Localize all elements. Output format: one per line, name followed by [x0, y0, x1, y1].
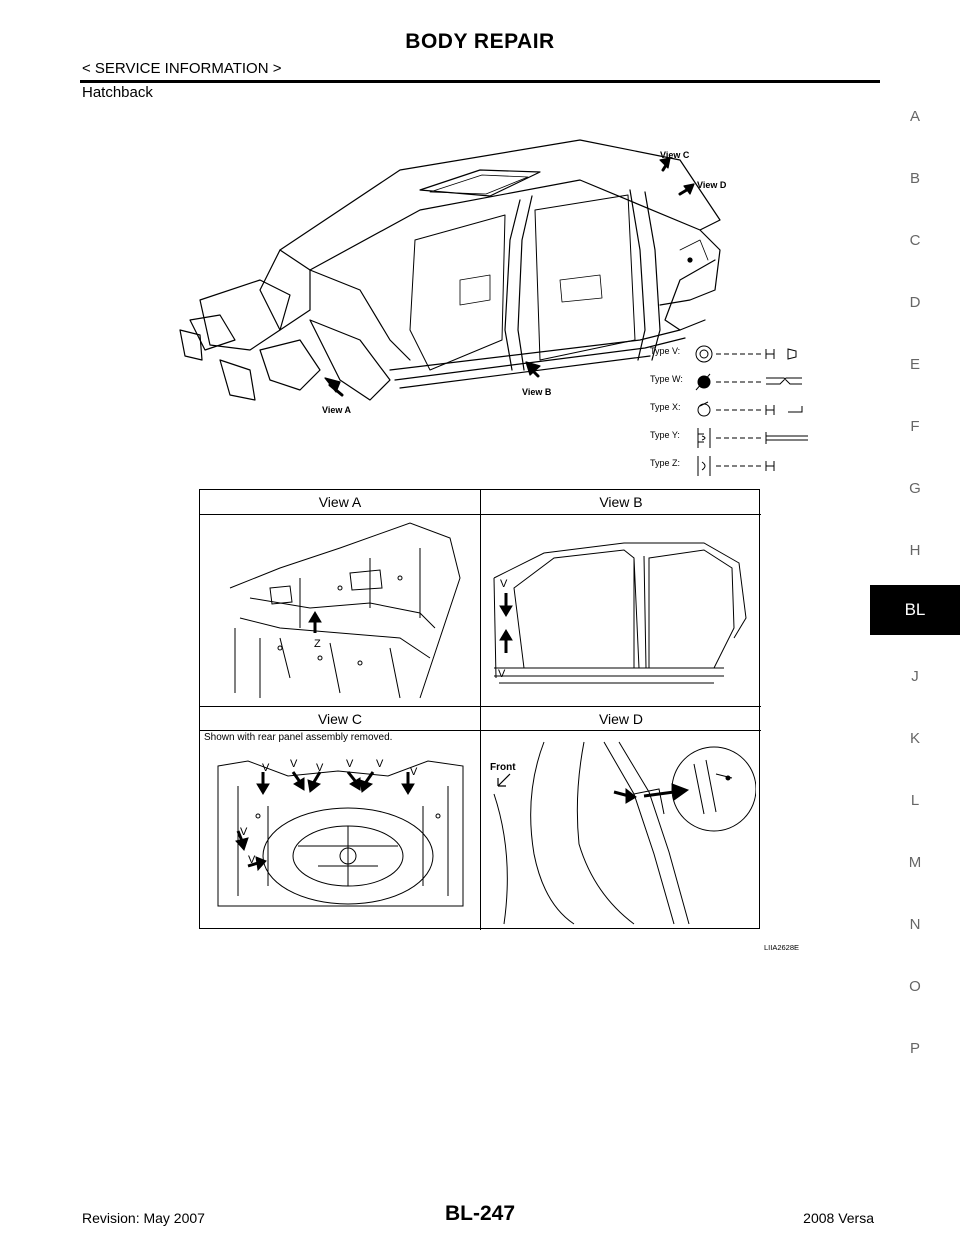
view-a-drawing	[229, 522, 461, 699]
view-a-mark: Z	[314, 638, 321, 650]
tab-letter[interactable]: C	[909, 232, 921, 249]
type-y-icon	[697, 428, 808, 448]
legend-row-type-v: Type V:	[650, 342, 830, 366]
page-title: BODY REPAIR	[405, 30, 555, 53]
body-shell-diagram	[179, 139, 721, 401]
view-b-label: View B	[522, 387, 552, 397]
legend-row-type-z: Type Z:	[650, 454, 830, 478]
tab-letter[interactable]: F	[910, 418, 920, 435]
view-d-label: View D	[697, 180, 727, 190]
tab-letter[interactable]: P	[909, 1040, 920, 1057]
section-label: Hatchback	[82, 84, 153, 101]
tab-active-bl[interactable]: BL	[870, 585, 960, 635]
tab-letter[interactable]: D	[909, 294, 921, 311]
view-c-mark: V	[262, 762, 270, 774]
table-header-view-c: View C	[317, 711, 363, 727]
table-header-view-b: View B	[599, 494, 643, 510]
legend-label: Type W:	[650, 374, 683, 384]
tab-letter[interactable]: G	[909, 480, 921, 497]
type-z-icon	[697, 456, 775, 476]
legend-label: Type Z:	[650, 458, 681, 468]
section-tab-index: A B C D E F G H BL J K L M N O P	[870, 0, 960, 1242]
view-c-mark: V	[376, 758, 384, 770]
type-v-icon	[695, 345, 797, 363]
legend-row-type-y: Type Y:	[650, 426, 830, 450]
view-c-label: View C	[660, 150, 690, 160]
type-w-icon	[695, 373, 802, 391]
vehicle-model: 2008 Versa	[803, 1210, 874, 1226]
tab-letter[interactable]: L	[910, 792, 920, 809]
table-divider	[200, 730, 761, 731]
view-c-note: Shown with rear panel assembly removed.	[204, 732, 393, 743]
view-c-mark: V	[290, 758, 298, 770]
header-divider	[80, 80, 880, 83]
view-b-mark: V	[498, 668, 506, 680]
view-c-mark: V	[410, 766, 418, 778]
legend-row-type-x: Type X:	[650, 398, 830, 422]
revision-date: Revision: May 2007	[82, 1210, 205, 1226]
figure-code: LIIA2628E	[764, 943, 800, 952]
view-d-drawing	[493, 741, 756, 925]
table-divider	[200, 514, 761, 515]
table-divider	[480, 490, 481, 930]
legend-label: Type Y:	[650, 430, 680, 440]
tab-letter[interactable]: A	[909, 108, 920, 125]
view-detail-table: View A View B View C View D Z V V Shown …	[199, 489, 761, 930]
tab-letter[interactable]: J	[911, 668, 919, 685]
view-d-front-label: Front	[490, 762, 516, 773]
tab-letter[interactable]: N	[909, 916, 921, 933]
view-c-mark: V	[346, 758, 354, 770]
tab-letter[interactable]: E	[909, 356, 920, 373]
legend-row-type-w: Type W:	[650, 370, 830, 394]
tab-letter[interactable]: B	[909, 170, 920, 187]
legend-label: Type V:	[650, 346, 681, 356]
view-c-mark: V	[248, 854, 256, 866]
view-c-mark: V	[240, 826, 248, 838]
table-header-view-d: View D	[598, 711, 644, 727]
table-divider	[200, 706, 761, 707]
type-x-icon	[697, 401, 803, 417]
table-header-view-a: View A	[318, 494, 362, 510]
tab-letter[interactable]: O	[909, 978, 921, 995]
view-a-label: View A	[322, 405, 352, 415]
view-c-drawing	[217, 760, 464, 907]
tab-letter[interactable]: M	[908, 854, 922, 871]
page-number: BL-247	[444, 1202, 516, 1225]
view-b-drawing	[493, 542, 747, 684]
legend-label: Type X:	[650, 402, 681, 412]
view-b-mark: V	[500, 578, 508, 590]
tab-letter[interactable]: K	[909, 730, 920, 747]
section-breadcrumb: < SERVICE INFORMATION >	[82, 60, 282, 77]
view-c-mark: V	[316, 762, 324, 774]
tab-letter[interactable]: H	[909, 542, 921, 559]
